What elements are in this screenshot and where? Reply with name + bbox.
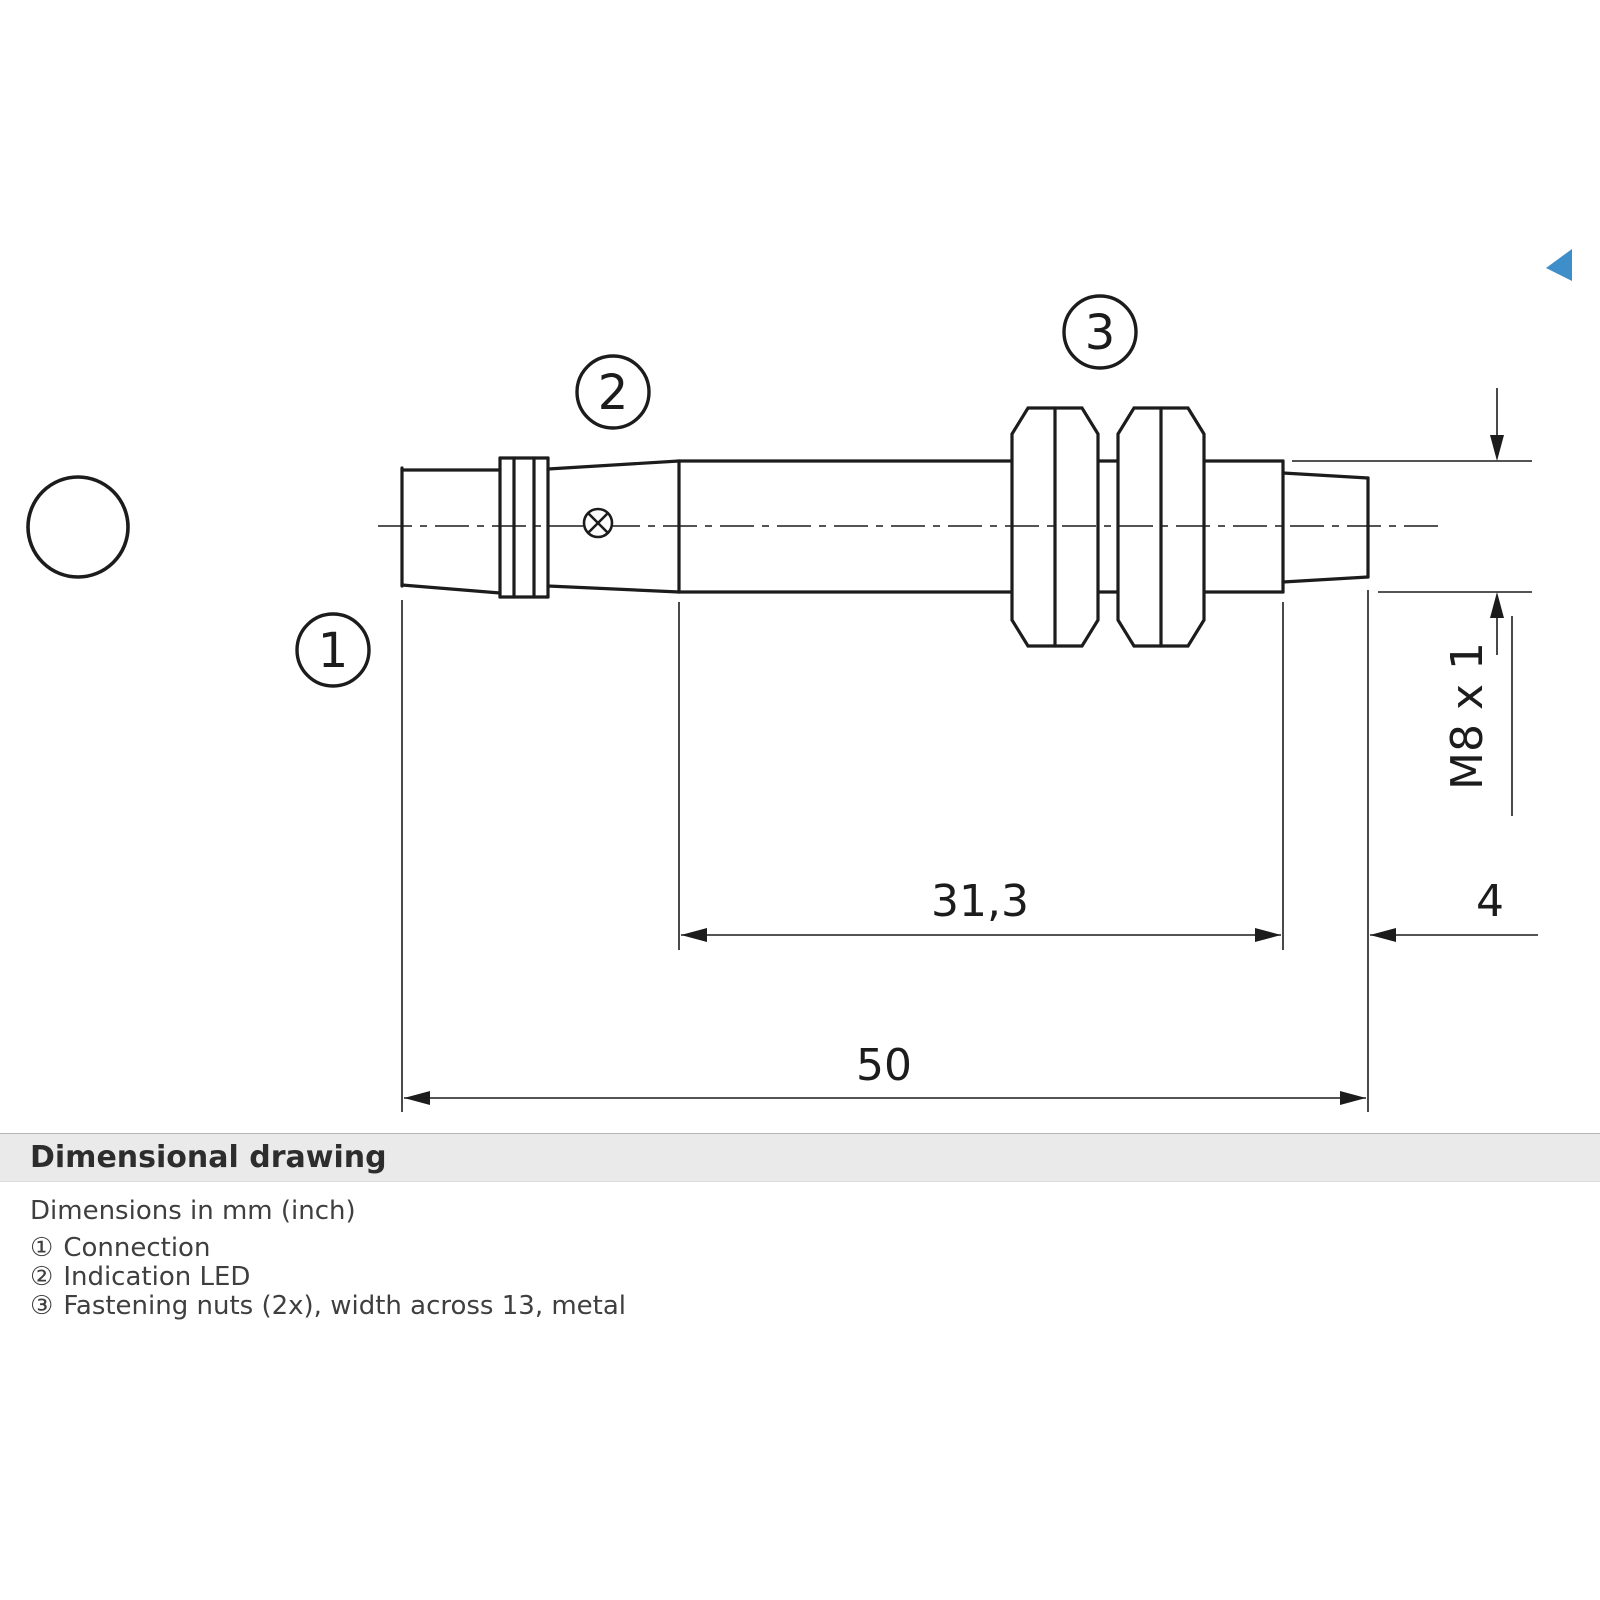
arrow-left-icon: [404, 1091, 430, 1105]
callout-3-label: 3: [1085, 305, 1116, 361]
callout-2-label: 2: [598, 365, 629, 421]
fastening-nut-2: [1116, 406, 1206, 648]
legend-item-fastening-nuts-text: Fastening nuts (2x), width across 13, me…: [63, 1291, 627, 1321]
led-symbol: [582, 507, 614, 539]
extension-lines: [401, 460, 1532, 1112]
arrow-down-icon: [1490, 435, 1504, 461]
legend-item-indication-led-text: Indication LED: [63, 1262, 251, 1292]
dimensional-drawing-canvas: 31,3 4 50 M8 x 1 1: [26, 249, 1572, 1112]
dimension-4-label: 4: [1476, 876, 1504, 927]
legend-item-indication-led: ② Indication LED: [30, 1263, 1570, 1292]
circled-3-icon: ③: [30, 1291, 54, 1321]
callout-2-indication-led: 2: [575, 354, 651, 430]
dimension-50: 50: [404, 1040, 1366, 1105]
legend-body: Dimensions in mm (inch) ① Connection ② Ind…: [0, 1182, 1600, 1321]
arrow-left-icon: [681, 928, 707, 942]
dimension-50-label: 50: [856, 1040, 912, 1091]
thread-dimension-label: M8 x 1: [1442, 642, 1493, 790]
arrow-right-icon: [1255, 928, 1281, 942]
connector-collar: [498, 456, 550, 599]
dimension-31-3: 31,3: [681, 876, 1281, 942]
sensor-head: [400, 466, 502, 595]
callout-3-fastening-nuts: 3: [1062, 294, 1138, 370]
arrow-up-icon: [1490, 592, 1504, 618]
fastening-nut-1: [1010, 406, 1100, 648]
legend-note: Dimensions in mm (inch): [30, 1196, 356, 1226]
callout-1-label: 1: [318, 623, 349, 679]
dimension-thread: M8 x 1: [1442, 388, 1513, 816]
legend-title: Dimensional drawing: [30, 1140, 387, 1175]
body-taper: [546, 459, 681, 594]
legend-item-connection-text: Connection: [63, 1233, 211, 1263]
legend-section: Dimensional drawing Dimensions in mm (in…: [0, 1133, 1600, 1600]
legend-item-fastening-nuts: ③ Fastening nuts (2x), width across 13, m…: [30, 1292, 1570, 1321]
dimension-31-3-label: 31,3: [931, 876, 1029, 927]
legend-title-bar: Dimensional drawing: [0, 1134, 1600, 1182]
arrow-right-icon: [1340, 1091, 1366, 1105]
dimension-4: 4: [1370, 876, 1538, 942]
circled-2-icon: ②: [30, 1262, 54, 1292]
callout-1-connection: 1: [295, 612, 371, 688]
corner-logo-artifact: [1546, 249, 1572, 281]
rear-connector: [1281, 471, 1370, 584]
front-view-circle: [26, 475, 130, 579]
arrow-left-icon: [1370, 928, 1396, 942]
circled-1-icon: ①: [30, 1233, 54, 1263]
legend-item-connection: ① Connection: [30, 1234, 1570, 1263]
